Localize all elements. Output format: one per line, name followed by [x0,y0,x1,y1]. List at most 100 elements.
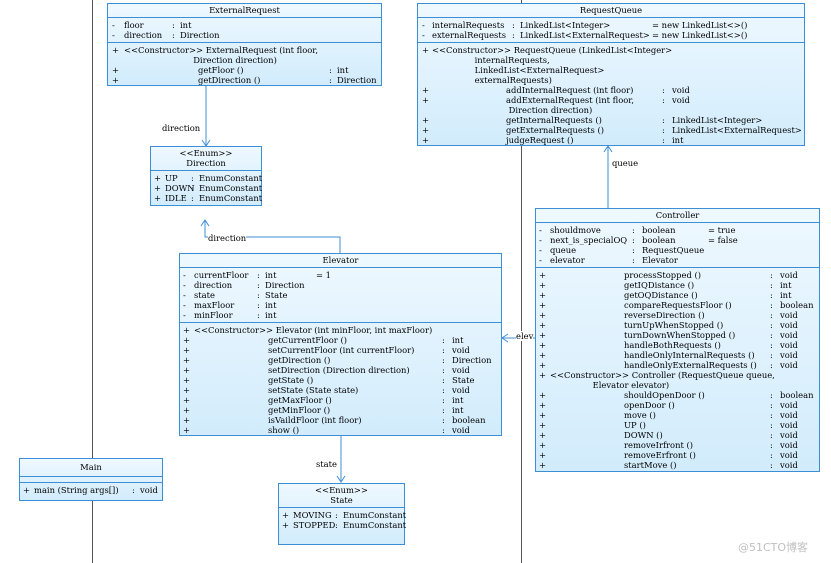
attributes-section [20,477,162,483]
operation-row: +openDoor ():void [539,400,798,410]
operation-row: +<<Constructor>> ExternalRequest (int fl… [112,45,319,65]
operations-section: +<<Constructor>> ExternalRequest (int fl… [108,43,381,87]
operation-row: +<<Constructor>> Controller (RequestQueu… [539,370,775,390]
operation-row: +turnUpWhenStopped ():void [539,320,798,330]
enum-state[interactable]: <<Enum>> State +MOVING:EnumConstant +STO… [278,483,407,545]
enum-literal: +DOWN:EnumConstant [154,183,263,193]
assoc-label-elevator-direction: direction [208,233,247,243]
lifeline-right [521,0,522,563]
assoc-controller-queue-arrow [603,145,613,153]
operation-row: +addExternalRequest (int floor, Directio… [422,95,690,115]
attribute-row: -minFloor:int [183,310,277,320]
assoc-label-er-direction: direction [162,123,201,133]
operation-row: +isVaildFloor (int floor):boolean [183,415,486,425]
operation-row: +getMaxFloor ():int [183,395,464,405]
literals-section: +UP:EnumConstant +DOWN:EnumConstant +IDL… [151,171,263,205]
attributes-section: -internalRequests:LinkedList<Integer>= n… [418,18,804,43]
attribute-row: -state:State [183,290,288,300]
operation-row: +getOQDistance ():int [539,290,792,300]
operation-row: +compareRequestsFloor ():boolean [539,300,814,310]
enum-stereotype: <<Enum>> [179,148,233,158]
operation-row: +removeIrfront ():void [539,440,798,450]
operation-row: +getIQDistance ():int [539,280,792,290]
attributes-section: -shouldmove:boolean= true -next_is_speci… [536,223,819,268]
operation-row: +addInternalRequest (int floor):void [422,85,690,95]
attribute-row: -floor:int [112,20,192,30]
operation-row: +handleOnlyInternalRequests ():void [539,350,798,360]
operation-row: +getFloor ():int [112,65,349,75]
operation-row: +setState (State state):void [183,385,470,395]
operation-row: +getMinFloor ():int [183,405,464,415]
attribute-row: -elevator:Elevator [539,255,678,265]
operation-row: +handleBothRequests ():void [539,340,798,350]
operation-row: +setCurrentFloor (int currentFloor):void [183,345,470,355]
class-external-request[interactable]: ExternalRequest -floor:int -direction:Di… [107,3,382,86]
operation-row: +handleOnlyExternalRequests ():void [539,360,798,370]
enum-literal: +MOVING:EnumConstant [282,510,407,520]
attributes-section: -floor:int -direction:Direction [108,18,381,43]
lifeline-left [92,0,93,563]
operations-section: +<<Constructor>> RequestQueue (LinkedLis… [418,43,804,147]
attribute-row: -externalRequests:LinkedList<ExternalReq… [422,30,748,40]
attribute-row: -queue:RequestQueue [539,245,705,255]
operation-row: +removeErfront ():void [539,450,798,460]
assoc-elevator-direction-arrow [200,219,210,227]
enum-header: <<Enum>> State [279,484,404,508]
assoc-elevator-state-arrow [336,475,346,483]
enum-name: Direction [186,158,226,168]
class-controller[interactable]: Controller -shouldmove:boolean= true -ne… [535,208,820,472]
operation-row: +UP ():void [539,420,798,430]
attributes-section: -currentFloor:int= 1 -direction:Directio… [180,268,501,323]
operation-row: +show ():void [183,425,470,435]
assoc-label-controller-queue: queue [612,158,639,168]
operation-row: +judgeRequest ():int [422,135,684,145]
class-name: Main [20,459,162,477]
assoc-label-controller-elevator: elev [516,331,534,341]
enum-stereotype: <<Enum>> [315,485,368,495]
operation-row: +<<Constructor>> Elevator (int minFloor,… [183,325,433,335]
operation-row: +getCurrentFloor ():int [183,335,464,345]
class-elevator[interactable]: Elevator -currentFloor:int= 1 -direction… [179,253,502,436]
enum-literal: +STOPPED:EnumConstant [282,520,407,530]
class-name: Elevator [180,254,501,268]
operation-row: +getState ():State [183,375,475,385]
attribute-row: -direction:Direction [183,280,305,290]
enum-name: State [330,495,353,505]
enum-literal: +UP:EnumConstant [154,173,263,183]
enum-direction[interactable]: <<Enum>> Direction +UP:EnumConstant +DOW… [150,146,262,206]
literals-section: +MOVING:EnumConstant +STOPPED:EnumConsta… [279,508,407,532]
class-request-queue[interactable]: RequestQueue -internalRequests:LinkedLis… [417,3,805,146]
attribute-row: -maxFloor:int [183,300,277,310]
operation-row: +getDirection ():Direction [112,75,377,85]
class-name: RequestQueue [418,4,804,18]
operation-row: +DOWN ():void [539,430,798,440]
assoc-controller-elevator-arrow [501,333,509,343]
operation-row: +turnDownWhenStopped ():void [539,330,798,340]
attribute-row: -internalRequests:LinkedList<Integer>= n… [422,20,748,30]
attribute-row: -next_is_specialOQ:boolean= false [539,235,738,245]
operation-row: +reverseDirection ():void [539,310,798,320]
operation-row: +getExternalRequests ():LinkedList<Exter… [422,125,802,135]
operations-section: +processStopped ():void +getIQDistance (… [536,268,819,472]
enum-literal: +IDLE:EnumConstant [154,193,263,203]
operation-row: +<<Constructor>> RequestQueue (LinkedLis… [422,45,673,85]
operation-row: +shouldOpenDoor ():boolean [539,390,814,400]
operation-row: +getInternalRequests ():LinkedList<Integ… [422,115,763,125]
operation-row: +processStopped ():void [539,270,798,280]
enum-header: <<Enum>> Direction [151,147,261,171]
operations-section: +<<Constructor>> Elevator (int minFloor,… [180,323,501,437]
assoc-elevator-direction-line [204,220,341,253]
class-main[interactable]: Main +main (String args[]):void [19,458,163,501]
watermark: @51CTO博客 [738,541,809,554]
attribute-row: -shouldmove:boolean= true [539,225,736,235]
assoc-label-elevator-state: state [316,459,337,469]
attribute-row: -direction:Direction [112,30,220,40]
class-name: ExternalRequest [108,4,381,18]
attribute-row: -currentFloor:int= 1 [183,270,332,280]
operation-row: +startMove ():void [539,460,798,470]
operation-row: +move ():void [539,410,798,420]
operation-row: +getDirection ():Direction [183,355,492,365]
class-name: Controller [536,209,819,223]
